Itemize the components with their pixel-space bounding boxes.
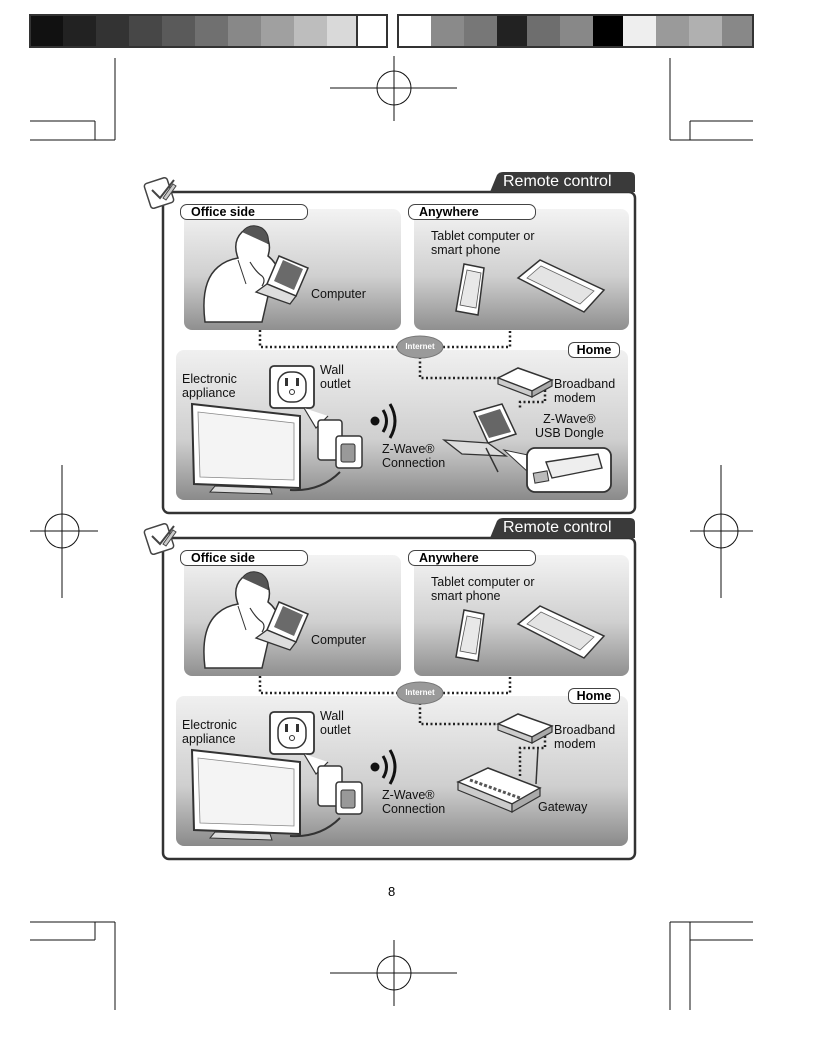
tablet-label: Tablet computer or smart phone [431, 575, 535, 603]
zwave-connection-label: Z-Wave® Connection [382, 442, 446, 470]
diagram-graphics [143, 172, 637, 515]
gateway-router-icon [456, 747, 542, 814]
anywhere-header: Anywhere [408, 550, 536, 566]
broadband-modem-icon [496, 713, 554, 745]
network-links [258, 330, 547, 410]
laptop-icon [441, 403, 518, 473]
tablet-label: Tablet computer or smart phone [431, 229, 535, 257]
television-icon [190, 748, 301, 841]
registration-bar-right [397, 14, 754, 48]
broadband-modem-icon [496, 367, 554, 399]
wall-outlet-icon [269, 711, 329, 775]
tab-title: Remote control [503, 519, 612, 536]
crosshair-icon [330, 56, 457, 121]
anywhere-area [414, 209, 629, 330]
internet-cloud-icon [396, 335, 444, 359]
electronic-appliance-label: Electronic appliance [182, 718, 237, 746]
office-side-header: Office side [180, 204, 308, 220]
zwave-plug-module-icon [289, 765, 363, 838]
usb-dongle-label: Z-Wave® USB Dongle [535, 412, 604, 440]
wall-outlet-icon [269, 365, 329, 429]
zwave-plug-module-icon [289, 419, 363, 492]
office-side-header: Office side [180, 550, 308, 566]
home-header: Home [568, 342, 620, 358]
wall-outlet-label: Wall outlet [320, 363, 351, 391]
internet-label: Internet [405, 342, 435, 351]
smartphone-icon [455, 609, 485, 662]
television-icon [190, 402, 301, 495]
usb-dongle-icon [502, 447, 612, 493]
note-pencil-icon [143, 176, 177, 210]
zwave-connection-label: Z-Wave® Connection [382, 788, 446, 816]
crop-marks [30, 58, 753, 1010]
computer-label: Computer [311, 633, 366, 647]
electronic-appliance-label: Electronic appliance [182, 372, 237, 400]
broadband-modem-label: Broadband modem [554, 723, 616, 751]
tablet-icon [516, 259, 606, 313]
internet-cloud-icon [396, 681, 444, 705]
registration-bar-left [29, 14, 388, 48]
laptop-icon [254, 601, 309, 651]
tablet-icon [516, 605, 606, 659]
gateway-label: Gateway [538, 800, 588, 814]
network-links [258, 676, 547, 778]
diagram-graphics [143, 518, 637, 861]
wireless-signal-icon [370, 749, 397, 785]
note-pencil-icon [143, 522, 177, 556]
crosshair-icon [30, 465, 98, 598]
page-number: 8 [388, 884, 396, 899]
smartphone-icon [455, 263, 485, 316]
wall-outlet-label: Wall outlet [320, 709, 351, 737]
wireless-signal-icon [370, 403, 397, 439]
computer-label: Computer [311, 287, 366, 301]
broadband-modem-label: Broadband modem [554, 377, 616, 405]
anywhere-area [414, 555, 629, 676]
person-icon [203, 225, 293, 323]
crosshair-icon [690, 465, 753, 598]
crosshair-icon [330, 940, 457, 1006]
laptop-icon [254, 255, 309, 305]
anywhere-header: Anywhere [408, 204, 536, 220]
tab-background [490, 172, 635, 192]
tab-title: Remote control [503, 173, 612, 190]
internet-label: Internet [405, 688, 435, 697]
home-header: Home [568, 688, 620, 704]
tab-background [490, 518, 635, 538]
